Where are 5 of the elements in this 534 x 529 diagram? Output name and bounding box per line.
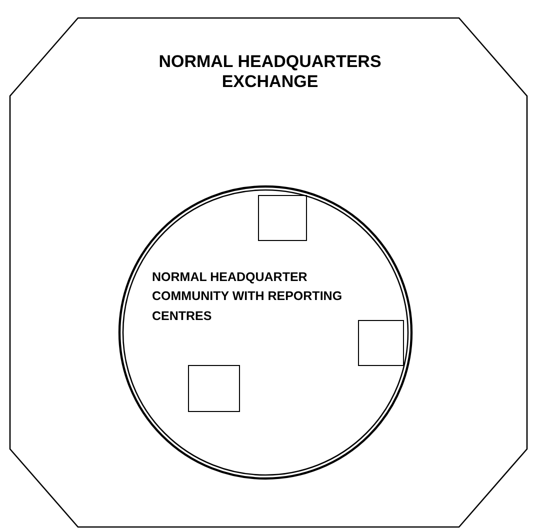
community-label: NORMAL HEADQUARTER COMMUNITY WITH REPORTING CENTRES [152, 269, 344, 325]
exchange-title: NORMAL HEADQUARTERS EXCHANGE [158, 52, 382, 92]
reporting-centre-box [358, 320, 404, 366]
reporting-centre-box [258, 195, 307, 241]
reporting-centre-box [188, 365, 240, 412]
